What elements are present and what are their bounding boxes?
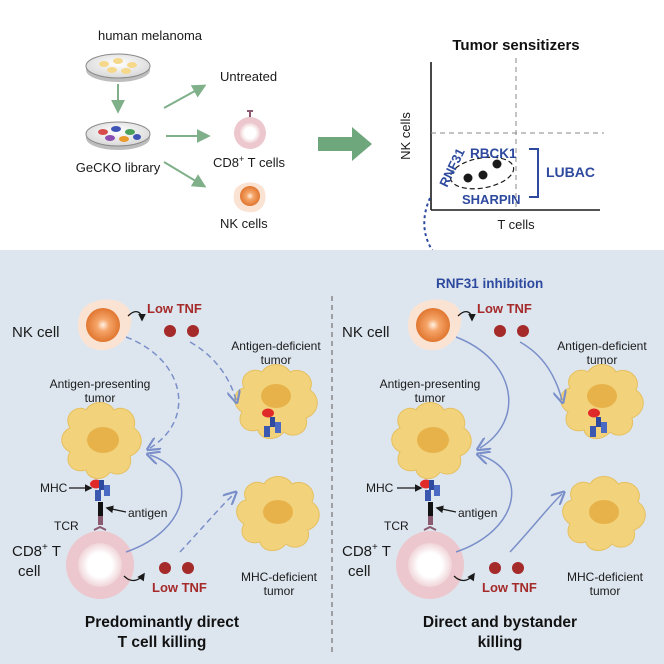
tnf-dot bbox=[489, 562, 501, 574]
tnf-dot bbox=[494, 325, 506, 337]
mhc-antigen-complex bbox=[90, 479, 110, 525]
lubac-label: LUBAC bbox=[546, 164, 595, 180]
x-axis-label: T cells bbox=[497, 217, 535, 232]
big-arrow-icon bbox=[318, 127, 372, 161]
mhc-label: MHC bbox=[366, 481, 394, 495]
lubac-bracket bbox=[529, 148, 539, 198]
mhc-deficient-tumor bbox=[562, 476, 646, 551]
gene-point-sharpin bbox=[478, 170, 488, 180]
inhibition-label: RNF31 inhibition bbox=[436, 276, 543, 291]
cd8-t-cell-icon bbox=[66, 525, 134, 599]
cd8-label: CD8+ T cells bbox=[213, 154, 285, 170]
petri-dish-icon bbox=[85, 53, 151, 82]
nk-to-presenting-arrow bbox=[125, 336, 180, 448]
tnf-top-label: Low TNF bbox=[147, 301, 202, 316]
arrow-to-untreated bbox=[163, 84, 207, 109]
sensitizer-plot: Tumor sensitizers T cells NK cells RNF31… bbox=[398, 37, 604, 232]
antigen-presenting-tumor bbox=[61, 402, 142, 479]
tnf-bottom-label: Low TNF bbox=[152, 580, 207, 595]
library-dish-icon bbox=[85, 121, 151, 150]
library-label: GeCKO library bbox=[76, 160, 161, 175]
gene-label-sharpin: SHARPIN bbox=[462, 192, 521, 207]
nk-to-presenting-arrow bbox=[455, 336, 510, 448]
tnf-dot bbox=[159, 562, 171, 574]
tcr-label: TCR bbox=[54, 519, 79, 533]
tnf-dot bbox=[187, 325, 199, 337]
gene-point-rbck1 bbox=[492, 159, 502, 169]
cd8-t-cell-icon bbox=[396, 525, 464, 599]
tnf-dot bbox=[182, 562, 194, 574]
t-cell-to-presenting-arrow bbox=[455, 455, 513, 553]
antigen-presenting-tumor bbox=[391, 402, 472, 479]
t-cell-to-mhc-deficient-arrow bbox=[179, 494, 234, 553]
nk-cell-icon bbox=[78, 299, 132, 351]
tnf-release-arrow bbox=[457, 311, 476, 322]
arrow-to-nk bbox=[163, 161, 207, 188]
y-axis-label: NK cells bbox=[398, 112, 413, 160]
tnf-dot bbox=[517, 325, 529, 337]
tnf-release-arrow bbox=[123, 572, 145, 582]
nk-label: NK cells bbox=[220, 216, 268, 231]
cells-label: human melanoma bbox=[98, 28, 203, 43]
antigen-deficient-tumor bbox=[560, 364, 644, 439]
tnf-top-label: Low TNF bbox=[477, 301, 532, 316]
mhc-label: MHC bbox=[40, 481, 68, 495]
cd8-t-cell-icon bbox=[234, 110, 266, 149]
t-cell-to-presenting-arrow bbox=[125, 455, 183, 553]
tcr-label: TCR bbox=[384, 519, 409, 533]
tnf-bottom-label: Low TNF bbox=[482, 580, 537, 595]
antigen-label: antigen bbox=[458, 506, 497, 520]
nk-cell-label: NK cell bbox=[342, 324, 390, 341]
tnf-release-arrow bbox=[453, 572, 475, 582]
nk-to-deficient-arrow bbox=[519, 341, 562, 400]
nk-to-deficient-arrow bbox=[189, 341, 236, 400]
gene-label-rnf31: RNF31 bbox=[436, 146, 468, 190]
antigen-pointer bbox=[435, 505, 457, 514]
gene-label-rbck1: RBCK1 bbox=[470, 146, 517, 161]
screen-section: human melanoma GeCKO library bbox=[76, 28, 604, 267]
nk-cell-label: NK cell bbox=[12, 324, 60, 341]
gene-point-rnf31 bbox=[463, 173, 473, 183]
mhc-deficient-tumor bbox=[236, 476, 320, 551]
plot-title: Tumor sensitizers bbox=[452, 37, 579, 54]
tnf-dot bbox=[164, 325, 176, 337]
antigen-deficient-tumor bbox=[234, 364, 318, 439]
antigen-label: antigen bbox=[128, 506, 167, 520]
untreated-label: Untreated bbox=[220, 69, 277, 84]
nk-cell-icon bbox=[408, 299, 462, 351]
mhc-antigen-complex bbox=[420, 479, 440, 525]
tnf-dot bbox=[512, 562, 524, 574]
nk-cell-icon bbox=[233, 182, 266, 213]
tnf-release-arrow bbox=[127, 311, 146, 322]
gene-cluster-outline bbox=[449, 156, 515, 190]
antigen-pointer bbox=[105, 505, 127, 514]
t-cell-to-mhc-deficient-arrow bbox=[509, 494, 562, 553]
